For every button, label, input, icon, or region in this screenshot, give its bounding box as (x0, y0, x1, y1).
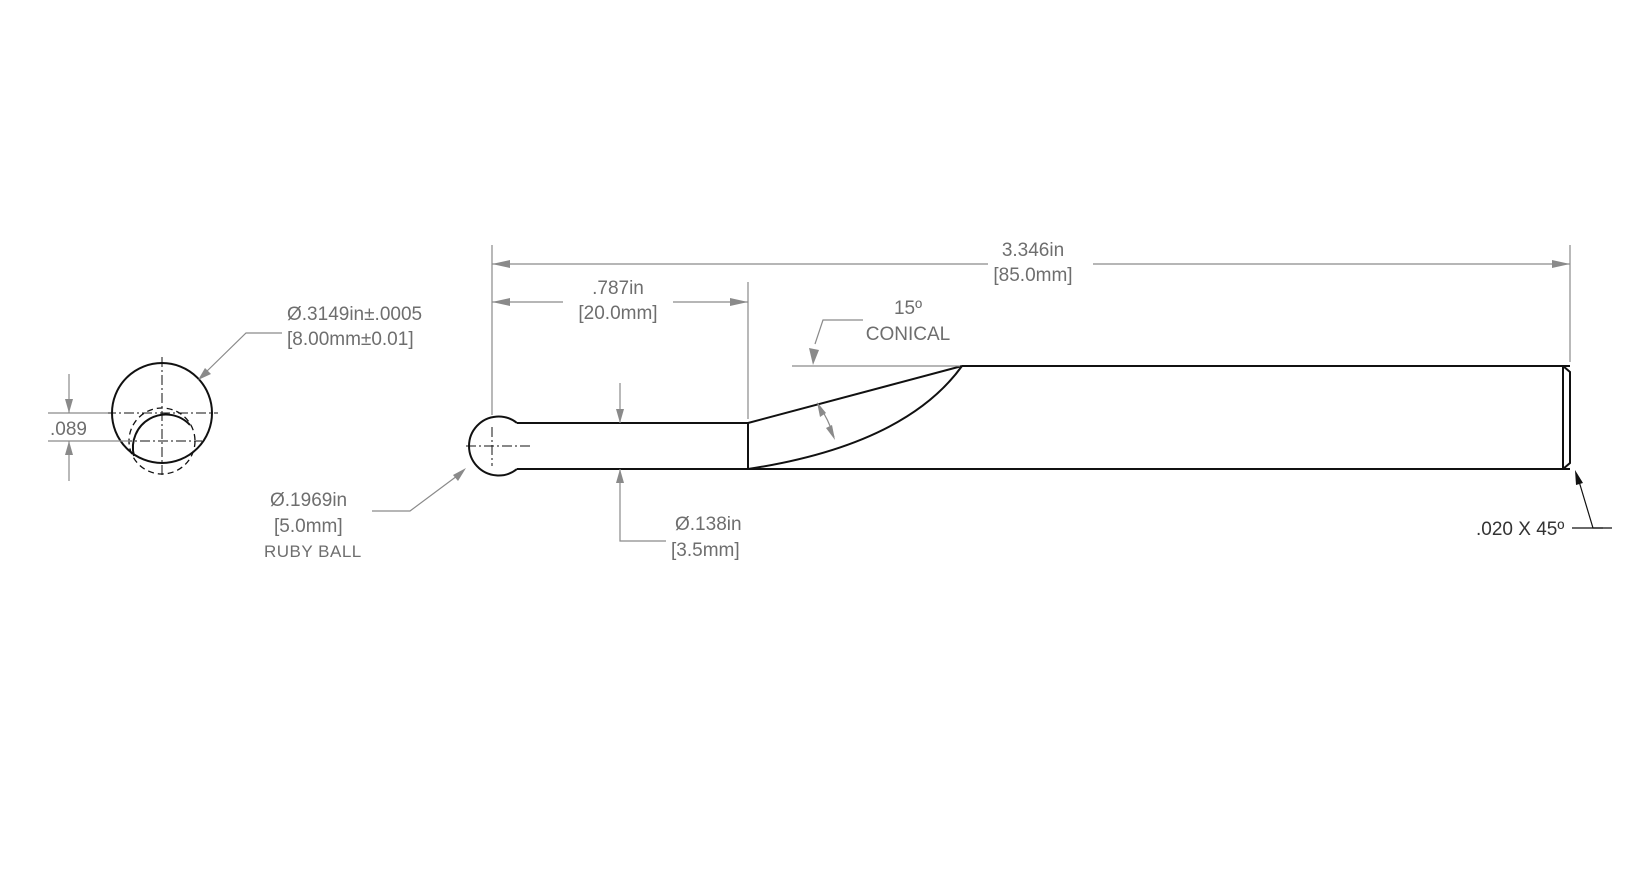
end-view-stem-visible-arc (131, 413, 191, 457)
ball-diameter-mm-label: [5.0mm] (274, 516, 343, 537)
cone-note-label: CONICAL (866, 324, 950, 345)
shank-diameter-in-label: Ø.3149in±.0005 (287, 304, 422, 325)
cone-angle-arc-arrow-bottom (826, 425, 835, 440)
shank-diameter-arrow (198, 368, 211, 380)
cone-angle-arc-arrow-top (817, 402, 826, 417)
side-view: 3.346in [85.0mm] .787in [20.0mm] 15º CON… (264, 240, 1612, 561)
cone-upper-edge (747, 365, 963, 424)
chamfer-label: .020 X 45º (1476, 519, 1564, 540)
offset-arrow-bottom (65, 441, 73, 455)
shank-end-chamfer (1562, 365, 1571, 470)
overall-arrow-left (492, 260, 510, 268)
stem-diameter-mm-label: [3.5mm] (671, 540, 740, 561)
stem-diameter-arrow-bottom (616, 469, 624, 483)
cone-angle-leader-arrow (809, 348, 819, 365)
ball-material-label: RUBY BALL (264, 542, 362, 561)
stem-diameter-arrow-top (616, 409, 624, 423)
overall-length-mm-label: [85.0mm] (993, 265, 1072, 286)
end-view: .089 Ø.3149in±.0005 [8.00mm±0.01] (48, 304, 422, 481)
offset-label: .089 (50, 419, 87, 440)
stem-length-in-label: .787in (592, 278, 644, 299)
shank-diameter-leader (202, 332, 282, 376)
chamfer-arrow (1575, 470, 1583, 485)
stem-length-mm-label: [20.0mm] (578, 303, 657, 324)
chamfer-leader (1577, 477, 1603, 529)
stem-length-arrow-right (730, 298, 748, 306)
overall-length-in-label: 3.346in (1002, 240, 1064, 261)
stem-diameter-in-label: Ø.138in (675, 514, 742, 535)
cone-lower-curve (747, 365, 963, 470)
ball-diameter-in-label: Ø.1969in (270, 490, 347, 511)
overall-arrow-right (1552, 260, 1570, 268)
stem-diameter-leader (619, 469, 666, 542)
shank-diameter-mm-label: [8.00mm±0.01] (287, 329, 414, 350)
ball-diameter-arrow (453, 468, 466, 481)
cone-angle-leader (814, 319, 863, 345)
ball-diameter-leader (372, 472, 462, 512)
stem-length-arrow-left (492, 298, 510, 306)
offset-arrow-top (65, 399, 73, 413)
cone-angle-label: 15º (894, 298, 922, 319)
